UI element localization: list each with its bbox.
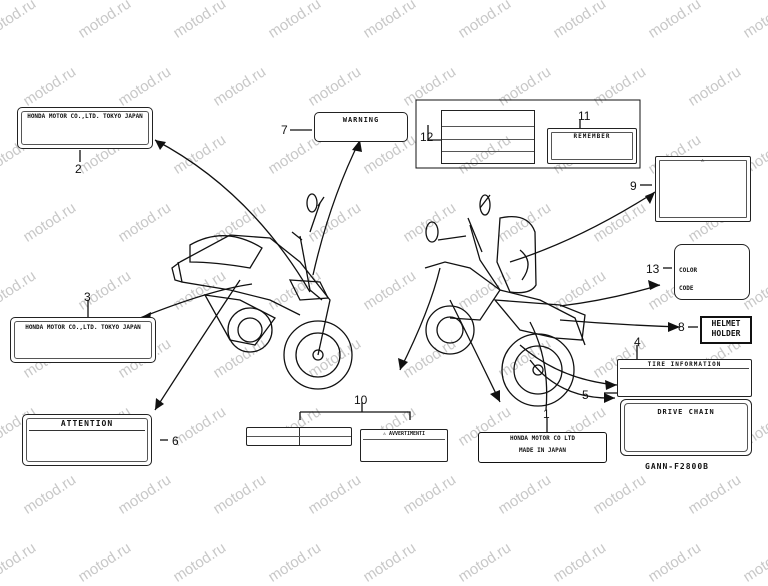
- label-1-honda-text: HONDA MOTOR CO LTD: [509, 435, 576, 442]
- label-9-warn-symbol: ⚠: [700, 157, 706, 164]
- callout-7: 7: [281, 123, 288, 137]
- label-10-right: ⚠ AVVERTIMENTI: [360, 429, 448, 462]
- callout-1: 1: [543, 407, 550, 421]
- label-7-text: WARNING: [342, 116, 380, 124]
- label-1-made-in-japan: HONDA MOTOR CO LTD MADE IN JAPAN: [478, 432, 607, 463]
- label-3-text: HONDA MOTOR CO.,LTD. TOKYO JAPAN: [25, 324, 141, 331]
- callout-5: 5: [582, 388, 589, 402]
- callout-3: 3: [84, 290, 91, 304]
- label-5-drive-chain: DRIVE CHAIN: [620, 399, 752, 456]
- right-motorcycle-illustration: [424, 194, 586, 407]
- label-8-helmet-holder: HELMET HOLDER: [700, 316, 752, 344]
- label-2-text: HONDA MOTOR CO.,LTD. TOKYO JAPAN: [27, 113, 143, 120]
- label-9-panel: ⚠: [655, 156, 751, 222]
- label-13-color-text: COLOR: [679, 267, 698, 274]
- callout-13: 13: [646, 262, 660, 276]
- callout-2: 2: [75, 162, 82, 176]
- label-6-attention: ATTENTION: [22, 414, 152, 466]
- label-12-sheet: [441, 110, 535, 164]
- leader-lines: [79, 99, 698, 441]
- label-4-tire-information: TIRE INFORMATION: [617, 359, 752, 397]
- label-7-warning: WARNING: [314, 112, 408, 142]
- label-10-left: [246, 427, 352, 446]
- callout-10: 10: [354, 393, 368, 407]
- callout-12: 12: [420, 130, 434, 144]
- diagram-code: GANN-F2800B: [645, 462, 709, 471]
- callout-4: 4: [634, 335, 641, 349]
- label-1-japan-text: MADE IN JAPAN: [519, 447, 566, 454]
- callout-11: 11: [578, 109, 591, 123]
- label-4-text: TIRE INFORMATION: [647, 361, 722, 368]
- callout-8: 8: [678, 320, 685, 334]
- label-3-honda-motor-mid: HONDA MOTOR CO.,LTD. TOKYO JAPAN: [10, 317, 156, 363]
- label-8-helmet-text: HELMET: [711, 319, 741, 328]
- callout-9: 9: [630, 179, 637, 193]
- label-8-holder-text: HOLDER: [711, 329, 741, 338]
- callout-6: 6: [172, 434, 179, 448]
- label-5-text: DRIVE CHAIN: [657, 408, 715, 416]
- label-13-code-text: CODE: [679, 285, 694, 292]
- label-11-text: REMEMBER: [573, 133, 611, 140]
- label-13-color-code: COLOR CODE: [674, 244, 750, 300]
- arrowheads: [140, 140, 680, 410]
- left-motorcycle-illustration: [171, 193, 353, 390]
- label-2-honda-motor-top: HONDA MOTOR CO.,LTD. TOKYO JAPAN: [17, 107, 153, 149]
- label-11-remember: REMEMBER: [547, 128, 637, 164]
- label-6-text: ATTENTION: [60, 419, 114, 428]
- label-10-text: ⚠ AVVERTIMENTI: [382, 431, 426, 437]
